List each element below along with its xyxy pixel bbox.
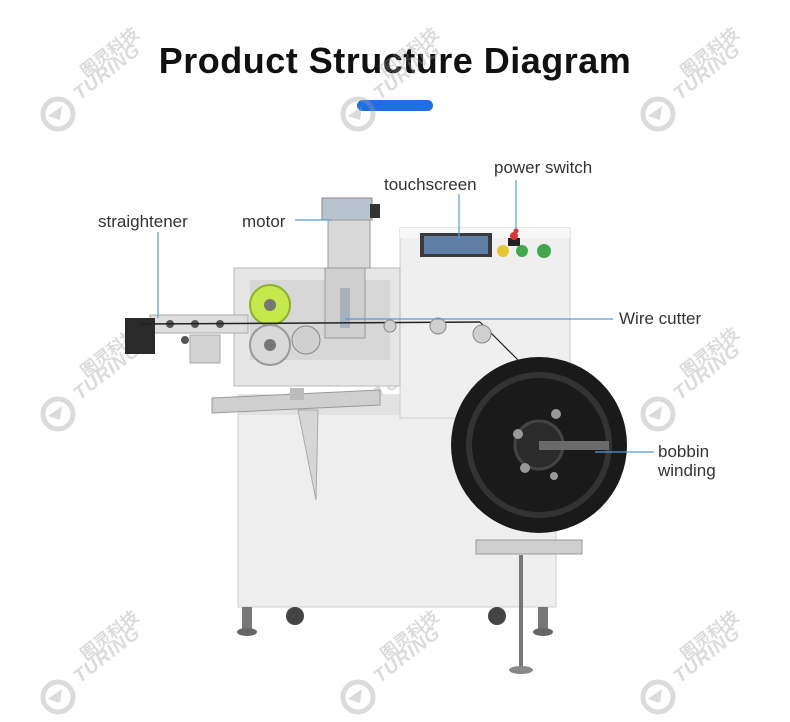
caster-wheel [286,607,304,625]
label-touchscreen: touchscreen [384,175,477,194]
turing-logo-icon [640,679,676,715]
start-button-1 [516,245,528,257]
turing-logo-icon [40,396,76,432]
guide-pulley [383,319,397,333]
turing-logo-icon [640,396,676,432]
leader-lines [157,180,654,453]
watermark: 图灵科技 TURING [340,24,450,132]
stand-foot [509,666,533,674]
label-bobbin-line2: winding [658,461,716,480]
watermark: 图灵科技 TURING [40,607,150,715]
caster-wheel [488,607,506,625]
touchscreen-display [424,236,488,254]
leveling-foot [242,607,252,631]
bobbin-bolt [513,429,523,439]
watermark: 图灵科技 TURING [640,324,750,432]
motor-cylinder [321,197,373,221]
turing-logo-icon [640,96,676,132]
wire [139,321,481,325]
tray-bolt [290,388,304,400]
motor-cap [370,204,380,218]
watermark: 图灵科技 TURING [40,324,150,432]
discharge-chute [297,409,319,501]
guide-pulley [472,324,492,344]
turing-logo-icon [40,679,76,715]
power-button [497,245,509,257]
watermark: 图灵科技 TURING [340,607,450,715]
turing-logo-icon [340,96,376,132]
straightener-roller [181,336,189,344]
title-underline [357,100,433,111]
stand-bracket [475,539,583,555]
label-motor: motor [242,212,286,231]
bobbin-bolt [551,409,561,419]
turing-logo-icon [340,679,376,715]
bobbin-shaft [539,441,609,450]
feed-pulley [291,325,321,355]
cutter-blade [340,288,350,328]
turing-logo-icon [40,96,76,132]
motor-body [327,219,371,269]
emergency-stop-button [510,232,518,240]
watermark: 图灵科技 TURING [40,24,150,132]
watermark: 图灵科技 TURING [640,607,750,715]
leader-dot [513,228,519,234]
bobbin-bolt [550,472,558,480]
label-bobbin-line1: bobbin [658,442,710,461]
feed-wheel-lower-hub [264,339,276,351]
feed-wheel-hub [264,299,276,311]
label-power-switch: power switch [494,158,593,177]
watermark: 图灵科技 TURING [640,24,750,132]
leveling-foot-pad [237,628,257,636]
start-button-2 [537,244,551,258]
label-wire-cutter: Wire cutter [619,309,702,328]
straightener-lower [189,334,221,364]
leveling-foot-pad [533,628,553,636]
label-straightener: straightener [98,212,188,231]
emergency-stop-base [508,238,520,246]
leveling-foot [538,607,548,631]
guide-pulley [429,317,447,335]
bobbin-bolt [520,463,530,473]
discharge-tray [211,389,381,414]
page-title: Product Structure Diagram [158,40,632,81]
